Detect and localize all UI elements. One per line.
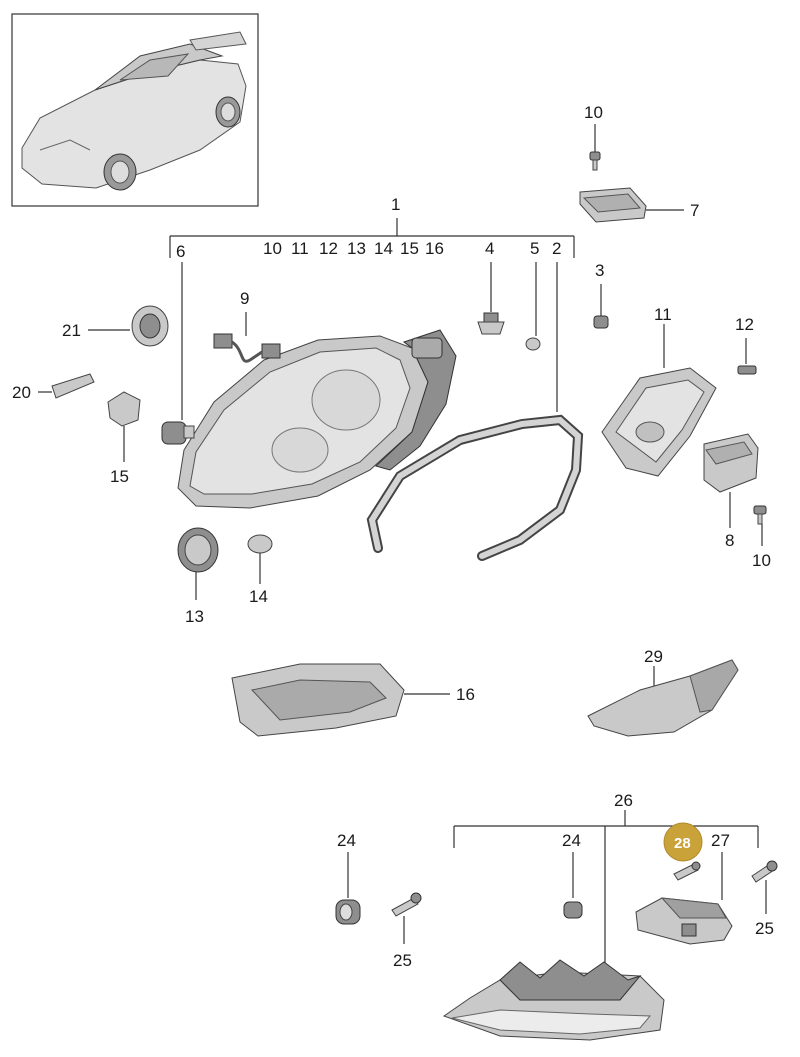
callout-16[interactable]: 16 xyxy=(456,685,475,704)
callout-2[interactable]: 2 xyxy=(552,239,561,258)
part-27-module[interactable] xyxy=(635,852,733,945)
part-21-cap[interactable] xyxy=(88,305,169,347)
callout-13[interactable]: 13 xyxy=(185,607,204,626)
part-6-bulb-socket[interactable] xyxy=(161,262,195,445)
part-12-screw[interactable] xyxy=(737,338,757,375)
part-25-bolt-left[interactable] xyxy=(391,892,422,944)
vehicle-thumbnail xyxy=(11,13,259,207)
assembly-bracket-1 xyxy=(169,218,575,258)
part-24-grommet-left[interactable] xyxy=(335,852,361,925)
subcallout-12[interactable]: 12 xyxy=(319,239,338,258)
part-28-screw[interactable] xyxy=(663,822,703,881)
part-10-screw-top[interactable] xyxy=(589,124,601,171)
callout-12[interactable]: 12 xyxy=(735,315,754,334)
part-29-trim[interactable] xyxy=(587,659,739,737)
part-11-cover[interactable] xyxy=(601,324,717,477)
callout-5[interactable]: 5 xyxy=(530,239,539,258)
assembly-bracket-26 xyxy=(453,810,759,970)
part-25-bolt-right[interactable] xyxy=(751,860,778,914)
callout-7[interactable]: 7 xyxy=(690,201,699,220)
callout-15[interactable]: 15 xyxy=(110,467,129,486)
part-8-module[interactable] xyxy=(703,433,759,528)
subcallout-16[interactable]: 16 xyxy=(425,239,444,258)
part-15-bracket[interactable] xyxy=(107,391,141,462)
callout-11[interactable]: 11 xyxy=(654,305,672,324)
callout-14[interactable]: 14 xyxy=(249,587,268,606)
callout-21[interactable]: 21 xyxy=(62,321,81,340)
callout-28-highlight[interactable] xyxy=(663,822,703,862)
callout-20[interactable]: 20 xyxy=(12,383,31,402)
callout-24-center[interactable]: 24 xyxy=(562,831,581,850)
callout-25-right[interactable]: 25 xyxy=(755,919,774,938)
subcallout-15[interactable]: 15 xyxy=(400,239,419,258)
callout-4[interactable]: 4 xyxy=(485,239,494,258)
callout-27[interactable]: 27 xyxy=(711,831,730,850)
part-2-seal[interactable] xyxy=(366,262,584,561)
callout-29[interactable]: 29 xyxy=(644,647,663,666)
callout-8[interactable]: 8 xyxy=(725,531,734,550)
callout-25-left[interactable]: 25 xyxy=(393,951,412,970)
subcallout-10[interactable]: 10 xyxy=(263,239,282,258)
callout-10-right[interactable]: 10 xyxy=(752,551,771,570)
callout-28[interactable]: 28 xyxy=(674,835,691,852)
callout-1[interactable]: 1 xyxy=(391,195,400,214)
part-3-screw[interactable] xyxy=(593,284,609,329)
subcallout-13[interactable]: 13 xyxy=(347,239,366,258)
headlight-assembly[interactable] xyxy=(177,329,457,509)
part-14-cap[interactable] xyxy=(247,534,273,584)
part-4-bulb[interactable] xyxy=(477,262,505,335)
subcallout-11[interactable]: 11 xyxy=(291,239,309,258)
subcallout-14[interactable]: 14 xyxy=(374,239,393,258)
callout-24-left[interactable]: 24 xyxy=(337,831,356,850)
part-26-light-assembly[interactable] xyxy=(442,959,665,1041)
part-16-frame[interactable] xyxy=(231,663,450,737)
callout-9[interactable]: 9 xyxy=(240,289,249,308)
callout-6[interactable]: 6 xyxy=(176,242,185,261)
part-10-screw-right[interactable] xyxy=(753,505,767,546)
part-5-bulb[interactable] xyxy=(525,262,541,351)
part-7-control-module[interactable] xyxy=(579,187,684,223)
callout-26[interactable]: 26 xyxy=(614,791,633,810)
part-24-grommet-center[interactable] xyxy=(563,852,583,919)
callout-3[interactable]: 3 xyxy=(595,261,604,280)
callout-10-top[interactable]: 10 xyxy=(584,103,603,122)
part-20-pin[interactable] xyxy=(38,373,95,399)
part-13-cap[interactable] xyxy=(177,527,219,600)
part-9-cable[interactable] xyxy=(213,312,281,363)
